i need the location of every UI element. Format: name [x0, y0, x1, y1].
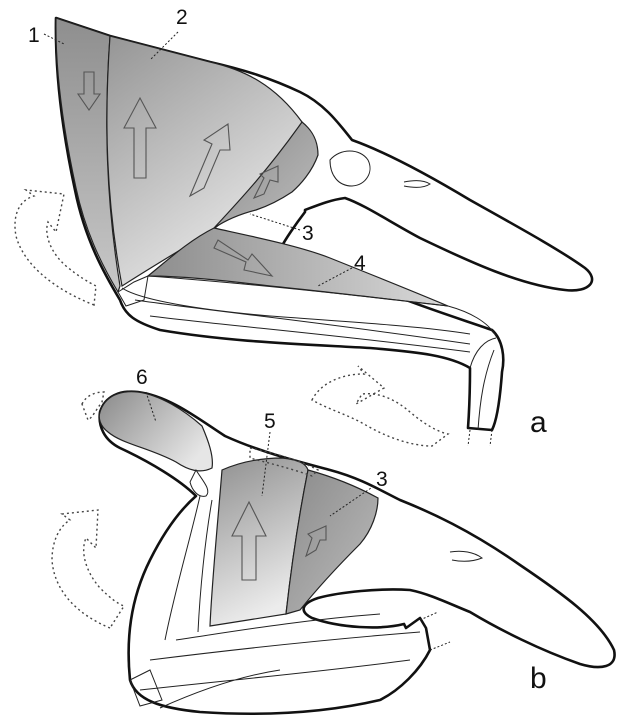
label-6: 6 [136, 366, 148, 389]
label-1: 1 [28, 24, 40, 47]
label-5: 5 [264, 410, 276, 433]
rotation-arrow-b-left [52, 510, 124, 628]
panel-a-cut-lines [468, 430, 492, 446]
panel-label-a: a [530, 406, 547, 439]
label-2: 2 [176, 6, 188, 29]
rotation-arrow-a-bottom [312, 366, 448, 446]
label-3a: 3 [302, 222, 314, 245]
label-4: 4 [354, 252, 366, 275]
panel-label-b: b [530, 662, 547, 695]
label-3b: 3 [376, 468, 388, 491]
